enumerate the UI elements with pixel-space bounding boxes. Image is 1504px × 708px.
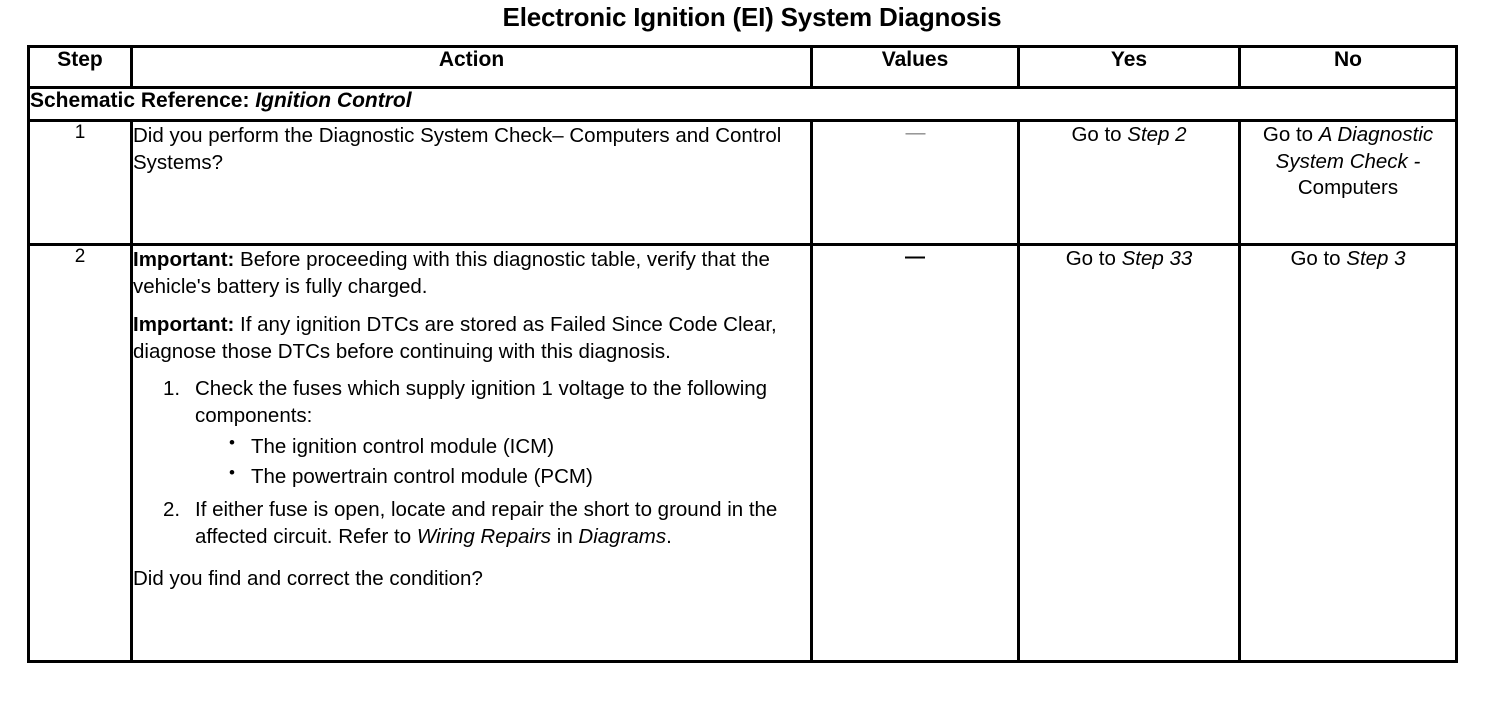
table-row: 1 Did you perform the Diagnostic System … <box>27 119 1458 246</box>
column-header-action: Action <box>130 45 813 89</box>
table-header-row: Step Action Values Yes No <box>27 45 1458 89</box>
step-2-numbered-list: Check the fuses which supply ignition 1 … <box>133 375 810 551</box>
no-goto-suffix-1: Computers <box>1297 176 1399 200</box>
schematic-reference-cell: Schematic Reference: Ignition Control <box>27 86 1458 122</box>
step-number-1: 1 <box>27 119 133 246</box>
yes-cell-2: Go to Step 33 <box>1017 243 1241 663</box>
column-header-values: Values <box>810 45 1020 89</box>
step-2-item-2-ref-1: Wiring Repairs <box>416 525 552 549</box>
column-header-yes: Yes <box>1017 45 1241 89</box>
step-2-item-2-text-b: in <box>551 525 579 549</box>
important-text-1: Before proceeding with this diagnostic t… <box>133 248 770 299</box>
page-title: Electronic Ignition (EI) System Diagnosi… <box>502 2 1002 32</box>
list-item: The ignition control module (ICM) <box>229 431 810 460</box>
list-item: The powertrain control module (PCM) <box>229 462 810 490</box>
important-label-2: Important: <box>133 312 235 336</box>
values-dash-2: — <box>905 246 925 268</box>
no-goto-prefix-1: Go to <box>1262 123 1319 146</box>
important-text-2: If any ignition DTCs are stored as Faile… <box>133 312 777 363</box>
no-goto-ref-2: Step 3 <box>1346 247 1406 270</box>
values-cell-2: — <box>810 243 1020 663</box>
schematic-reference-row: Schematic Reference: Ignition Control <box>27 86 1458 122</box>
yes-goto-ref-2: Step 33 <box>1121 247 1193 270</box>
step-2-important-1: Important: Before proceeding with this d… <box>133 246 810 301</box>
values-cell-1: — <box>810 119 1020 246</box>
no-goto-prefix-2: Go to <box>1290 247 1347 270</box>
step-2-item-2-ref-2: Diagrams <box>578 525 667 549</box>
important-label-1: Important: <box>133 248 235 271</box>
step-1-question: Did you perform the Diagnostic System Ch… <box>133 124 782 175</box>
values-dash-1: — <box>905 122 926 144</box>
column-header-step: Step <box>27 45 133 89</box>
step-2-item-1-text: Check the fuses which supply ignition 1 … <box>195 377 768 428</box>
list-item: If either fuse is open, locate and repai… <box>163 496 810 551</box>
yes-goto-prefix-1: Go to <box>1071 123 1128 146</box>
action-cell-1: Did you perform the Diagnostic System Ch… <box>130 119 813 246</box>
action-cell-2: Important: Before proceeding with this d… <box>130 243 813 663</box>
no-goto-ref-1: A Diagnostic System Check - <box>1275 123 1434 173</box>
step-2-item-2-text-c: . <box>666 525 672 549</box>
step-2-important-2: Important: If any ignition DTCs are stor… <box>133 311 810 366</box>
step-2-item-2-text-a: If either fuse is open, locate and repai… <box>195 498 778 549</box>
yes-goto-prefix-2: Go to <box>1065 247 1122 270</box>
list-item: Check the fuses which supply ignition 1 … <box>163 375 810 490</box>
yes-goto-ref-1: Step 2 <box>1127 123 1187 146</box>
schematic-reference-value: Ignition Control <box>255 89 412 112</box>
table-row: 2 Important: Before proceeding with this… <box>27 243 1458 663</box>
step-2-bullet-list: The ignition control module (ICM) The po… <box>195 431 810 491</box>
column-header-no: No <box>1238 45 1458 89</box>
diagnostic-table: Step Action Values Yes No Schematic Refe… <box>27 45 1458 663</box>
no-cell-2: Go to Step 3 <box>1238 243 1458 663</box>
no-cell-1: Go to A Diagnostic System Check - Comput… <box>1238 119 1458 246</box>
step-2-question: Did you find and correct the condition? <box>133 566 483 590</box>
step-number-2: 2 <box>27 243 133 663</box>
yes-cell-1: Go to Step 2 <box>1017 119 1241 246</box>
schematic-reference-label: Schematic Reference: <box>30 89 250 112</box>
